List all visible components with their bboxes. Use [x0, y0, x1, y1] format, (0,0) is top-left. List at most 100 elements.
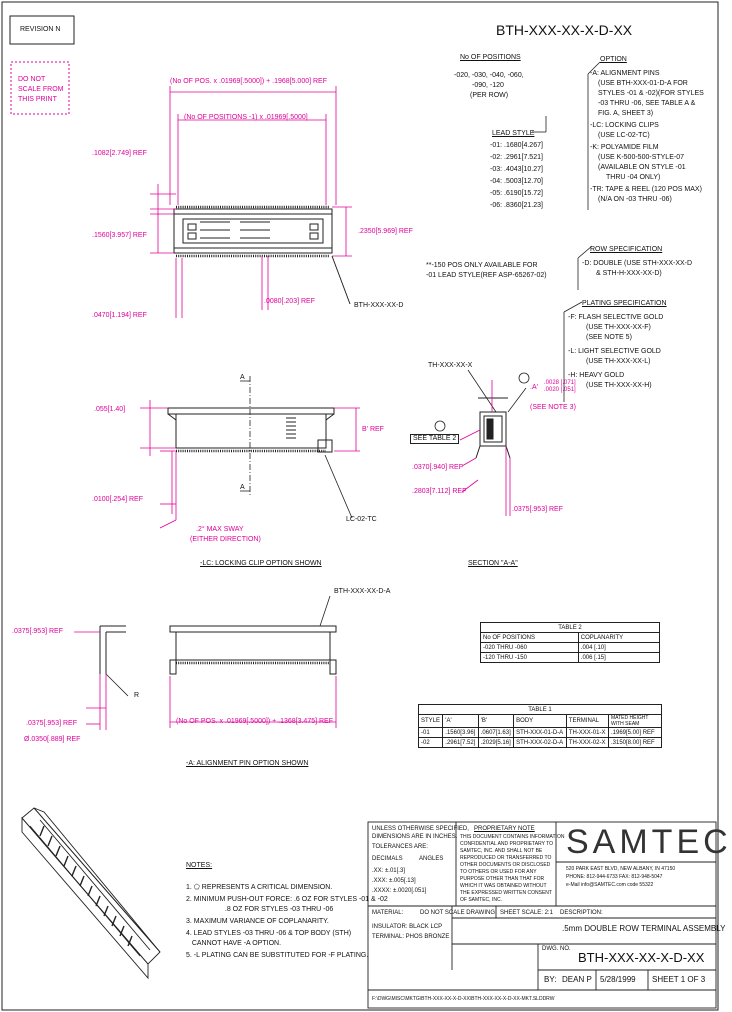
caption-alignment: -A: ALIGNMENT PIN OPTION SHOWN	[186, 760, 309, 767]
dim-sway-2: (EITHER DIRECTION)	[190, 536, 261, 543]
table-2-header: COPLANARITY	[577, 632, 661, 643]
material-label: MATERIAL:	[372, 910, 404, 916]
plating-line-4: -L: LIGHT SELECTIVE GOLD	[568, 348, 661, 355]
address-line: PHONE: 812-944-6733 FAX: 812-948-5047	[566, 874, 663, 880]
proprietary-line: SAMTEC, INC. AND SHALL NOT BE	[460, 848, 543, 854]
proprietary-line: THE EXPRESSED WRITTEN CONSENT	[460, 890, 552, 896]
lead-style-title: LEAD STYLE	[492, 130, 535, 137]
option-line-3: STYLES -01 & -02)(FOR STYLES	[598, 90, 704, 97]
lead-style-2: -02: .2961[7.521]	[490, 154, 543, 161]
see-note-3: (SEE NOTE 3)	[530, 404, 576, 411]
plating-line-1: -F: FLASH SELECTIVE GOLD	[568, 314, 664, 321]
dim-a: .A'	[530, 384, 538, 391]
section-mark-lower: A	[240, 484, 245, 491]
dim-sway: .2° MAX SWAY	[196, 526, 244, 533]
dim-d9: .2803[7.112] REF	[412, 488, 467, 495]
callout-section: TH-XXX-XX-X	[428, 362, 473, 369]
table-cell: .0607[1.63]	[477, 727, 515, 738]
sheet-scale: SHEET SCALE: 2:1	[500, 910, 553, 916]
table-cell: -020 THRU -060	[480, 642, 579, 653]
dim-d6: .055[1.40]	[94, 406, 126, 413]
tolerance-line: DECIMALS ANGLES	[372, 856, 444, 862]
proprietary-line: CONFIDENTIAL AND PROPRIETARY TO	[460, 841, 553, 847]
tolerance-line: .XXX: ±.005[.13]	[372, 878, 416, 884]
option-line-11: THRU -04 ONLY)	[606, 174, 661, 181]
table-cell: -120 THRU -150	[480, 652, 579, 663]
samtec-logo: SAMTEC	[566, 823, 732, 861]
table-cell: .004 [.10]	[577, 642, 661, 653]
lead-style-3: -03: .4043[10.27]	[490, 166, 543, 173]
description-label: DESCRIPTION:	[560, 910, 603, 916]
row-spec-line-2: & STH-H-XXX-XX-D)	[596, 270, 662, 277]
table-row: -02 .2961[7.52] .2029[5.16] STH-XXX-02-D…	[417, 737, 662, 748]
caption-lc: -LC: LOCKING CLIP OPTION SHOWN	[200, 560, 322, 567]
proprietary-line: REPRODUCED OR TRANSFERRED TO	[460, 855, 552, 861]
table-cell: .006 [.15]	[577, 652, 661, 663]
note-line: 2. MINIMUM PUSH-OUT FORCE: .6 OZ FOR STY…	[186, 896, 388, 903]
no-of-positions-value-2: -090, -120	[472, 82, 504, 89]
option-line-4: -03 THRU -06, SEE TABLE A &	[598, 100, 696, 107]
proprietary-line: OTHER DOCUMENTS OR DISCLOSED	[460, 862, 551, 868]
material-line: INSULATOR: BLACK LCP	[372, 924, 443, 930]
table-1-header: TERMINAL	[565, 714, 610, 728]
proprietary-line: PURPOSE OTHER THAN THAT FOR	[460, 876, 545, 882]
note-line: 3. MAXIMUM VARIANCE OF COPLANARITY.	[186, 918, 329, 925]
row-spec-line-1: -D: DOUBLE (USE STH-XXX-XX-D	[582, 260, 693, 267]
tolerance-line: .XXXX: ±.0020[.051]	[372, 888, 427, 894]
by-label: BY:	[544, 975, 557, 984]
table-1-header: MATED HEIGHT WITH SEAM	[608, 714, 662, 728]
revision-label: REVISION N	[20, 26, 61, 33]
table-1-title: TABLE 1	[418, 704, 662, 715]
dim-d2: .1560[3.957] REF	[92, 232, 147, 239]
option-line-5: FIG. A, SHEET 3)	[598, 110, 654, 117]
proprietary-line: TO OTHERS OR USED FOR ANY	[460, 869, 537, 875]
proprietary-line: THIS DOCUMENT CONTAINS INFORMATION	[460, 834, 565, 840]
table-cell: .1560[3.96]	[442, 727, 479, 738]
option-line-6: -LC: LOCKING CLIPS	[590, 122, 659, 129]
dim-b-ref: B' REF	[362, 426, 384, 433]
lead-style-1: -01: .1680[4.267]	[490, 142, 543, 149]
section-mark-upper: A	[240, 374, 245, 381]
table-cell: .2029[5.16]	[477, 737, 515, 748]
plating-line-6: -H: HEAVY GOLD	[568, 372, 625, 379]
dim-d3: .2350[5.969] REF	[358, 228, 413, 235]
callout-bth-d: BTH-XXX-XX-D	[354, 302, 404, 309]
plating-line-7: (USE TH-XXX-XX-H)	[586, 382, 652, 389]
sheet-number: SHEET 1 OF 3	[652, 975, 706, 984]
table-2-header: No OF POSITIONS	[480, 632, 579, 643]
table-row: -020 THRU -060 .004 [.10]	[480, 642, 661, 653]
do-not-scale-3: THIS PRINT	[18, 96, 57, 103]
option-line-1: -A: ALIGNMENT PINS	[590, 70, 660, 77]
lc-side-view	[167, 407, 335, 453]
do-not-scale-drawing: DO NOT SCALE DRAWING	[420, 910, 496, 916]
iso-connector-picture	[21, 807, 161, 980]
callout-locating: LC-02-TC	[346, 516, 377, 523]
caption-section: SECTION "A-A"	[468, 560, 518, 567]
callout-bth-da: BTH-XXX-XX-D-A	[334, 588, 391, 595]
lead-style-4: -04: .5003[12.70]	[490, 178, 543, 185]
table-cell: .3150[8.00] REF	[608, 737, 662, 748]
dim-d13: Ø.0350[.889] REF	[24, 736, 81, 743]
note-line: 4. LEAD STYLES -03 THRU -06 & TOP BODY (…	[186, 930, 352, 937]
dim-d1: .1082[2.749] REF	[92, 150, 147, 157]
dim-d5: .0470[1.194] REF	[92, 312, 147, 319]
dwg-label: DWG. NO.	[542, 946, 571, 952]
tolerance-line: .XX: ±.01[.3]	[372, 868, 405, 874]
note-50pos-2: -01 LEAD STYLE(REF ASP-65267-02)	[426, 272, 547, 279]
description: .5mm DOUBLE ROW TERMINAL ASSEMBLY	[562, 924, 726, 933]
table-1-header: STYLE	[417, 714, 444, 728]
option-line-8: -K: POLYAMIDE FILM	[590, 144, 659, 151]
row-spec-title: ROW SPECIFICATION	[590, 246, 663, 253]
table-1-header: BODY	[513, 714, 567, 728]
file-path: F:\DWG\MISC\MKTG\BTH-XXX-XX-X-D-XX\BTH-X…	[372, 996, 555, 1002]
no-of-positions-value-1: -020, -030, -040, -060,	[454, 72, 524, 79]
table-row: -01 .1560[3.96] .0607[1.63] STH-XXX-01-D…	[417, 727, 662, 738]
part-number-title: BTH-XXX-XX-X-D-XX	[496, 22, 633, 38]
dwg-number: BTH-XXX-XX-X-D-XX	[578, 950, 705, 965]
top-view-connector	[173, 208, 333, 254]
table-cell: TH-XXX-02-X	[565, 737, 610, 748]
table-cell: STH-XXX-01-D-A	[513, 727, 567, 738]
proprietary-line: WHICH IT WAS OBTAINED WITHOUT	[460, 883, 547, 889]
notes-title: NOTES:	[186, 862, 213, 869]
